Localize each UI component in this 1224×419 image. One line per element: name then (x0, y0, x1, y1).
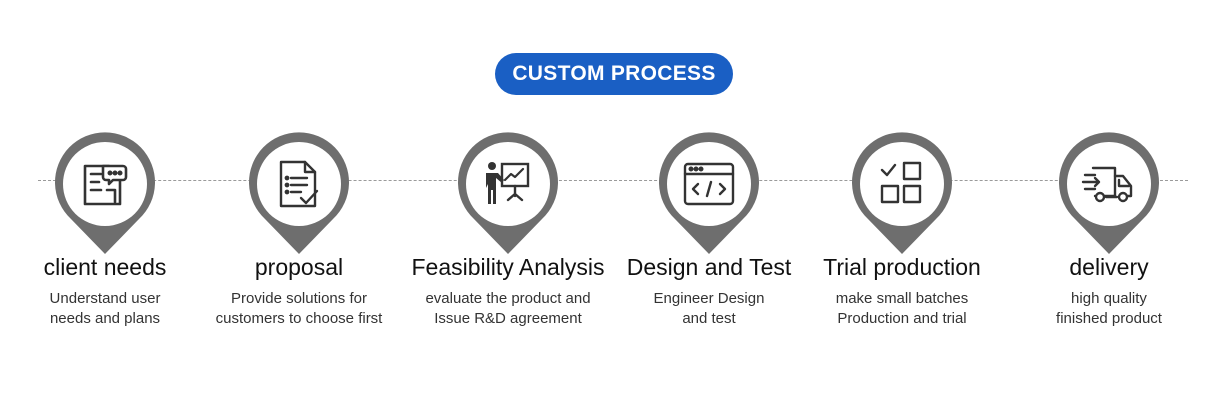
step-description: Understand user needs and plans (0, 289, 215, 329)
step-description: Engineer Design and test (599, 289, 819, 329)
step-description-line: customers to choose first (215, 310, 383, 327)
map-pin-marker (49, 128, 161, 256)
checklist-document-icon (279, 160, 319, 208)
step-description-line: Issue R&D agreement (434, 310, 582, 327)
step-title: Design and Test (626, 254, 792, 280)
step-description-line: finished product (1056, 310, 1162, 327)
step-title: proposal (254, 254, 344, 280)
custom-process-title: CUSTOM PROCESS (495, 53, 733, 95)
step-description: high quality finished product (999, 289, 1219, 329)
step-description-line: Provide solutions for (231, 290, 367, 307)
map-pin-marker (1053, 128, 1165, 256)
step-description: make small batches Production and trial (792, 289, 1012, 329)
chat-document-icon (83, 164, 128, 206)
step-description-line: high quality (1071, 290, 1147, 307)
step-description-line: Engineer Design (653, 290, 765, 307)
map-pin-marker (846, 128, 958, 256)
step-description-line: evaluate the product and (425, 290, 591, 307)
step-title: Feasibility Analysis (411, 254, 605, 280)
map-pin-marker (243, 128, 355, 256)
presentation-chart-icon (486, 162, 530, 204)
step-description-line: and test (682, 310, 736, 327)
step-description: Provide solutions for customers to choos… (189, 289, 409, 329)
code-window-icon (683, 162, 735, 206)
map-pin-marker (452, 128, 564, 256)
step-description-line: Production and trial (837, 310, 967, 327)
step-description-line: make small batches (835, 290, 969, 307)
process-timeline-line (38, 180, 1188, 181)
map-pin-marker (653, 128, 765, 256)
grid-check-icon (880, 161, 922, 204)
step-description: evaluate the product and Issue R&D agree… (398, 289, 618, 329)
step-description-line: Understand user (49, 290, 161, 307)
step-title: Trial production (823, 254, 981, 280)
step-title: client needs (43, 254, 167, 280)
step-title: delivery (1069, 254, 1149, 280)
delivery-truck-icon (1081, 166, 1133, 203)
step-description-line: needs and plans (49, 310, 161, 327)
